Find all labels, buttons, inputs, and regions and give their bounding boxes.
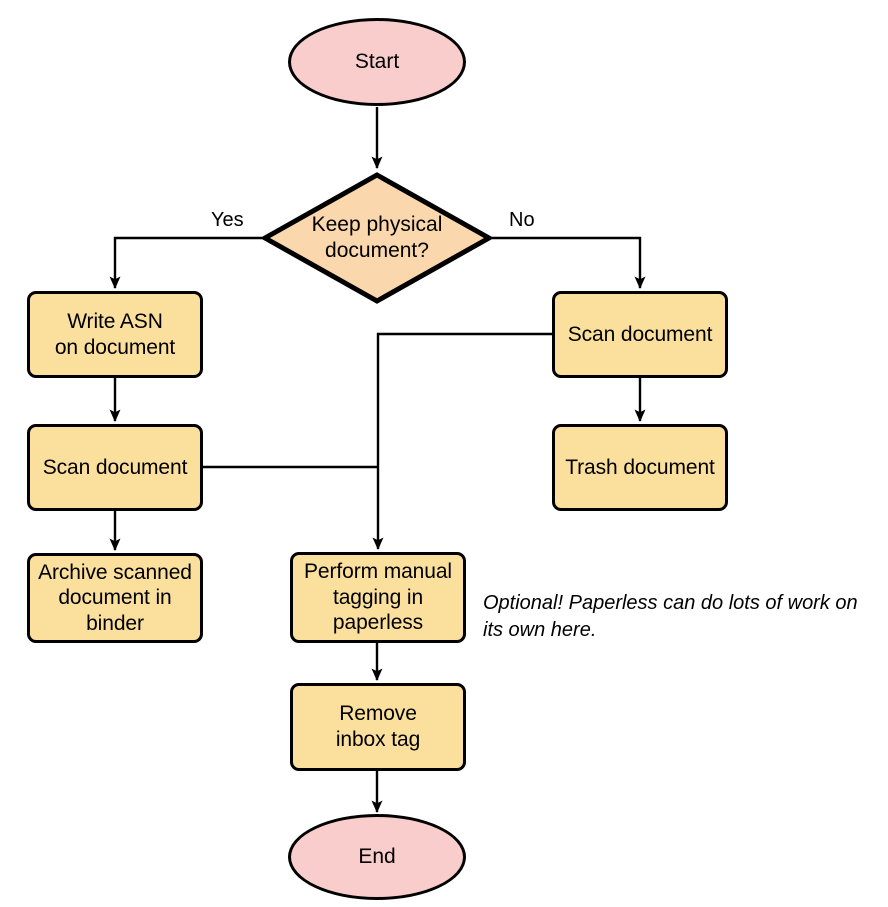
node-archive-label-line1: Archive scanned (38, 560, 192, 584)
edge-scan-right-to-manual-tagging (372, 332, 552, 550)
node-remove-inbox-tag-label-line2: inbox tag (335, 728, 421, 751)
node-manual-tagging-label: Perform manual tagging in paperless (304, 559, 452, 636)
node-scan-document-left-label: Scan document (42, 455, 188, 479)
node-start[interactable]: Start (288, 18, 466, 106)
node-manual-tagging-label-line3: paperless (332, 611, 424, 635)
node-write-asn-on-document[interactable]: Write ASN on document (27, 291, 203, 378)
node-archive-label: Archive scanned document in binder (38, 560, 192, 637)
node-scan-document-right[interactable]: Scan document (552, 291, 728, 378)
annotation-optional-note-line2: its own here. (483, 619, 597, 641)
node-decision-keep-physical-document[interactable]: Keep physical document? (262, 172, 492, 304)
node-scan-document-left[interactable]: Scan document (27, 424, 203, 511)
node-archive-scanned-document-in-binder[interactable]: Archive scanned document in binder (27, 553, 203, 643)
node-archive-label-line3: binder (86, 611, 144, 635)
node-decision-label-line1: Keep physical (311, 212, 443, 236)
edge-decision-yes-to-write-asn (109, 236, 262, 289)
node-end[interactable]: End (288, 814, 466, 900)
edge-label-no: No (509, 209, 535, 231)
diamond-shape (262, 172, 492, 304)
node-perform-manual-tagging[interactable]: Perform manual tagging in paperless (290, 552, 466, 643)
node-archive-label-line2: document in (58, 586, 172, 610)
node-trash-document-label: Trash document (565, 455, 715, 479)
node-trash-document[interactable]: Trash document (552, 424, 728, 511)
node-remove-inbox-tag[interactable]: Remove inbox tag (290, 683, 466, 771)
node-decision-label-line2: document? (325, 238, 429, 262)
node-manual-tagging-label-line2: tagging in (332, 585, 424, 609)
annotation-optional-note-line1: Optional! Paperless can do lots of work … (483, 592, 858, 614)
node-manual-tagging-label-line1: Perform manual (304, 560, 452, 584)
node-write-asn-label: Write ASN on document (55, 309, 175, 360)
node-end-label: End (358, 845, 396, 869)
node-scan-document-right-label: Scan document (567, 322, 713, 346)
node-remove-inbox-tag-label-line1: Remove (339, 702, 417, 726)
edge-decision-no-to-scan-right (492, 236, 646, 289)
annotation-optional-note: Optional! Paperless can do lots of work … (483, 590, 883, 644)
edge-label-yes: Yes (211, 209, 244, 231)
node-write-asn-label-line2: on document (54, 335, 176, 359)
node-write-asn-label-line1: Write ASN (67, 309, 163, 333)
node-remove-inbox-tag-label: Remove inbox tag (336, 701, 420, 752)
node-start-label: Start (354, 50, 400, 74)
node-decision-label: Keep physical document? (312, 212, 443, 264)
